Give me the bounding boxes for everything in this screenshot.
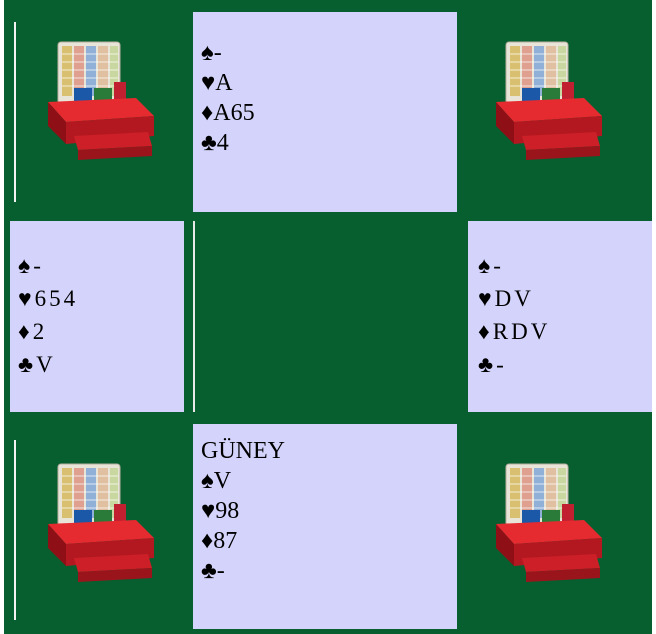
north-hand: ♠- ♥A ♦A65 ♣4 (193, 12, 457, 212)
south-hand: GÜNEY ♠V ♥98 ♦87 ♣- (193, 424, 457, 629)
spade-icon: ♠ (201, 38, 214, 68)
east-diamonds: ♦RDV (478, 315, 652, 348)
east-spades-cards: - (493, 253, 504, 278)
north-diamonds-cards: A65 (213, 100, 254, 126)
north-clubs: ♣4 (201, 128, 457, 158)
heart-icon: ♥ (18, 282, 35, 315)
south-hearts: ♥98 (201, 496, 457, 526)
east-spades: ♠- (478, 249, 652, 282)
east-clubs-cards: - (496, 352, 507, 377)
south-diamonds-cards: 87 (213, 528, 237, 554)
west-spades-cards: - (33, 253, 44, 278)
north-clubs-cards: 4 (217, 130, 229, 156)
bidding-box-icon (492, 462, 612, 582)
south-clubs: ♣- (201, 556, 457, 586)
west-hearts-cards: 654 (35, 286, 79, 311)
west-hand: ♠- ♥654 ♦2 ♣V (10, 221, 184, 412)
heart-icon: ♥ (478, 282, 495, 315)
south-hearts-cards: 98 (215, 498, 239, 524)
divider-line (14, 22, 16, 202)
east-hearts-cards: DV (495, 286, 534, 311)
divider-line (14, 440, 16, 620)
south-spades-cards: V (214, 468, 231, 494)
north-hearts-cards: A (215, 70, 232, 96)
south-label: GÜNEY (201, 436, 457, 466)
north-spades-cards: - (214, 40, 222, 66)
heart-icon: ♥ (201, 68, 215, 98)
bidding-box-icon (44, 462, 164, 582)
spade-icon: ♠ (478, 249, 493, 282)
club-icon: ♣ (478, 348, 496, 381)
west-hearts: ♥654 (18, 282, 184, 315)
diamond-icon: ♦ (201, 526, 213, 556)
south-diamonds: ♦87 (201, 526, 457, 556)
south-clubs-cards: - (217, 558, 225, 584)
north-spades: ♠- (201, 38, 457, 68)
west-spades: ♠- (18, 249, 184, 282)
east-hearts: ♥DV (478, 282, 652, 315)
south-spades: ♠V (201, 466, 457, 496)
east-hand: ♠- ♥DV ♦RDV ♣- (468, 221, 652, 412)
west-clubs: ♣V (18, 348, 184, 381)
bidding-box-icon (492, 40, 612, 160)
club-icon: ♣ (18, 348, 36, 381)
diamond-icon: ♦ (201, 98, 213, 128)
club-icon: ♣ (201, 556, 217, 586)
west-diamonds-cards: 2 (33, 319, 48, 344)
diamond-icon: ♦ (18, 315, 33, 348)
east-clubs: ♣- (478, 348, 652, 381)
spade-icon: ♠ (201, 466, 214, 496)
bridge-table: ♠- ♥A ♦A65 ♣4 ♠- ♥654 ♦2 ♣V ♠- ♥DV ♦RDV … (4, 0, 652, 634)
bidding-box-icon (44, 40, 164, 160)
east-diamonds-cards: RDV (493, 319, 551, 344)
heart-icon: ♥ (201, 496, 215, 526)
west-clubs-cards: V (36, 352, 56, 377)
north-hearts: ♥A (201, 68, 457, 98)
center-trick-area (193, 221, 457, 412)
club-icon: ♣ (201, 128, 217, 158)
west-diamonds: ♦2 (18, 315, 184, 348)
diamond-icon: ♦ (478, 315, 493, 348)
spade-icon: ♠ (18, 249, 33, 282)
north-diamonds: ♦A65 (201, 98, 457, 128)
